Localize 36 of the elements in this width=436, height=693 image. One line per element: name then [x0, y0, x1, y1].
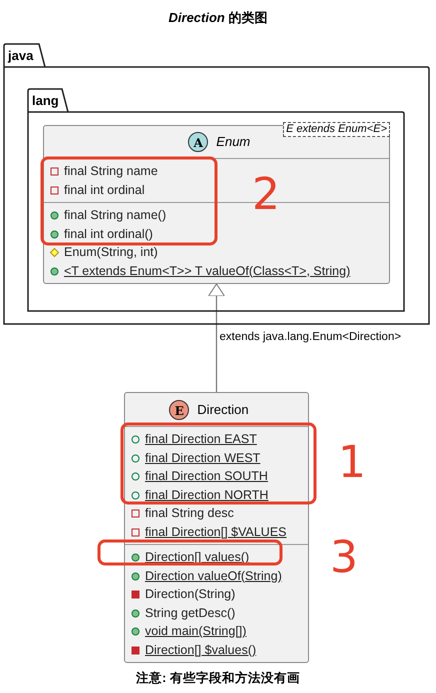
- field-text: final Direction SOUTH: [145, 468, 268, 484]
- field-text: final Direction WEST: [145, 450, 260, 466]
- package-frame: [27, 88, 405, 312]
- field-text: final Direction[] $VALUES: [145, 524, 286, 540]
- method-text: String getDesc(): [145, 604, 236, 620]
- diagram-caption: 注意: 有些字段和方法没有画: [135, 670, 301, 686]
- method-text: Direction valueOf(String): [145, 568, 282, 584]
- method-text: Enum(String, int): [64, 244, 158, 260]
- field-text: final String desc: [145, 505, 234, 521]
- callout-number: 3: [330, 535, 358, 581]
- class-badge: A: [188, 132, 208, 152]
- method-text: Direction[] $values(): [145, 642, 256, 658]
- class-badge: E: [169, 400, 190, 420]
- inheritance-arrow: [208, 284, 225, 392]
- method-text: Direction[] values(): [145, 549, 250, 565]
- field-text: final String name: [64, 163, 158, 179]
- edge-label: extends java.lang.Enum<Direction>: [218, 330, 402, 344]
- class-name: Direction: [197, 402, 249, 418]
- package-name: java: [8, 48, 34, 64]
- diagram-title: Direction 的类图: [168, 9, 268, 27]
- type-parameter-box: E extends Enum<E>: [283, 122, 390, 137]
- field-text: final Direction EAST: [145, 431, 257, 447]
- class-box: [124, 392, 309, 663]
- method-text: final int ordinal(): [64, 226, 153, 242]
- method-text: final String name(): [64, 207, 166, 223]
- method-text: <T extends Enum<T>> T valueOf(Class<T>, String): [64, 262, 350, 278]
- callout-number: 2: [252, 172, 280, 218]
- method-text: Direction(String): [145, 586, 236, 602]
- callout-number: 1: [338, 440, 366, 486]
- package-name: lang: [32, 93, 59, 109]
- method-text: void main(String[]): [145, 623, 246, 639]
- class-box: [43, 125, 390, 284]
- field-text: final Direction NORTH: [145, 486, 268, 502]
- class-name: Enum: [216, 134, 250, 150]
- field-text: final int ordinal: [64, 182, 145, 198]
- package-frame: [3, 43, 430, 325]
